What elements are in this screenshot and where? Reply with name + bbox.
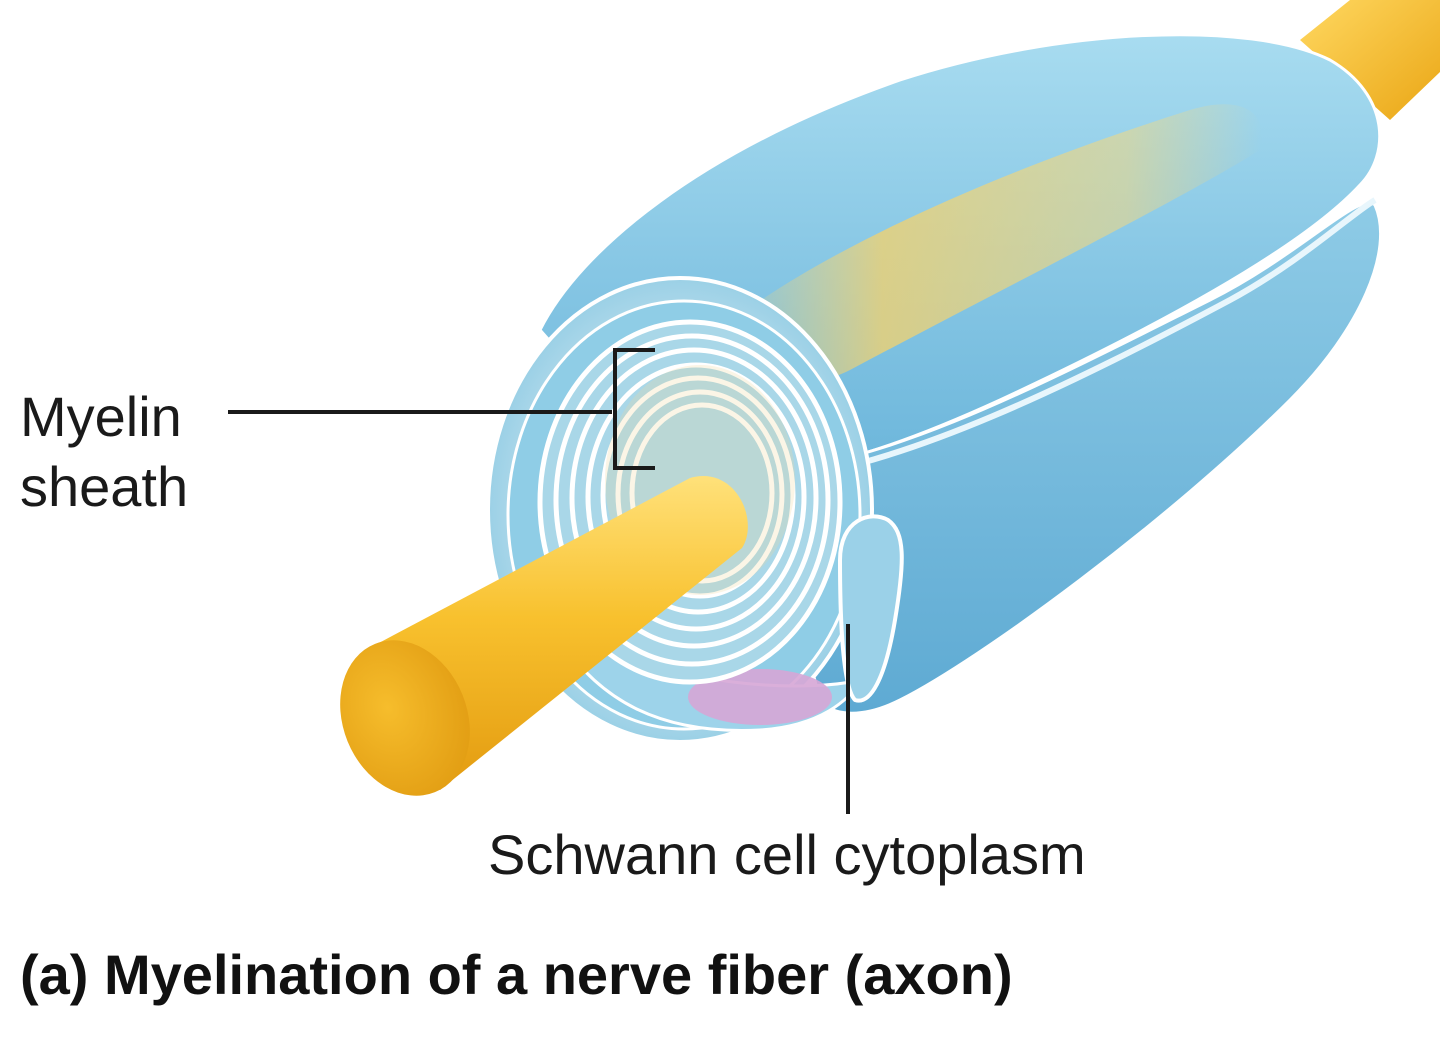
schwann-cell-lower-lobe: [758, 201, 1383, 715]
myelin-sheath-label: Myelin sheath: [20, 382, 188, 522]
axon: [340, 476, 748, 796]
axon-back-segment: [1300, 0, 1440, 120]
schwann-cytoplasm-fold: [837, 514, 904, 703]
leader-lines: [228, 348, 850, 814]
schwann-cell-nucleus: [688, 669, 832, 725]
myelin-sheath-label-line1: Myelin: [20, 385, 182, 448]
schwann-cytoplasm-label: Schwann cell cytoplasm: [488, 823, 1086, 886]
axon-shaft: [375, 476, 748, 790]
myelin-sheath-bracket: [613, 348, 655, 470]
figure-caption: (a) Myelination of a nerve fiber (axon): [20, 943, 1013, 1006]
axon-cut-end: [340, 640, 470, 796]
axon-glow-through-sheath: [720, 104, 1262, 385]
myelin-sheath-label-line2: sheath: [20, 455, 189, 518]
schwann-cell-seam: [769, 197, 1377, 483]
